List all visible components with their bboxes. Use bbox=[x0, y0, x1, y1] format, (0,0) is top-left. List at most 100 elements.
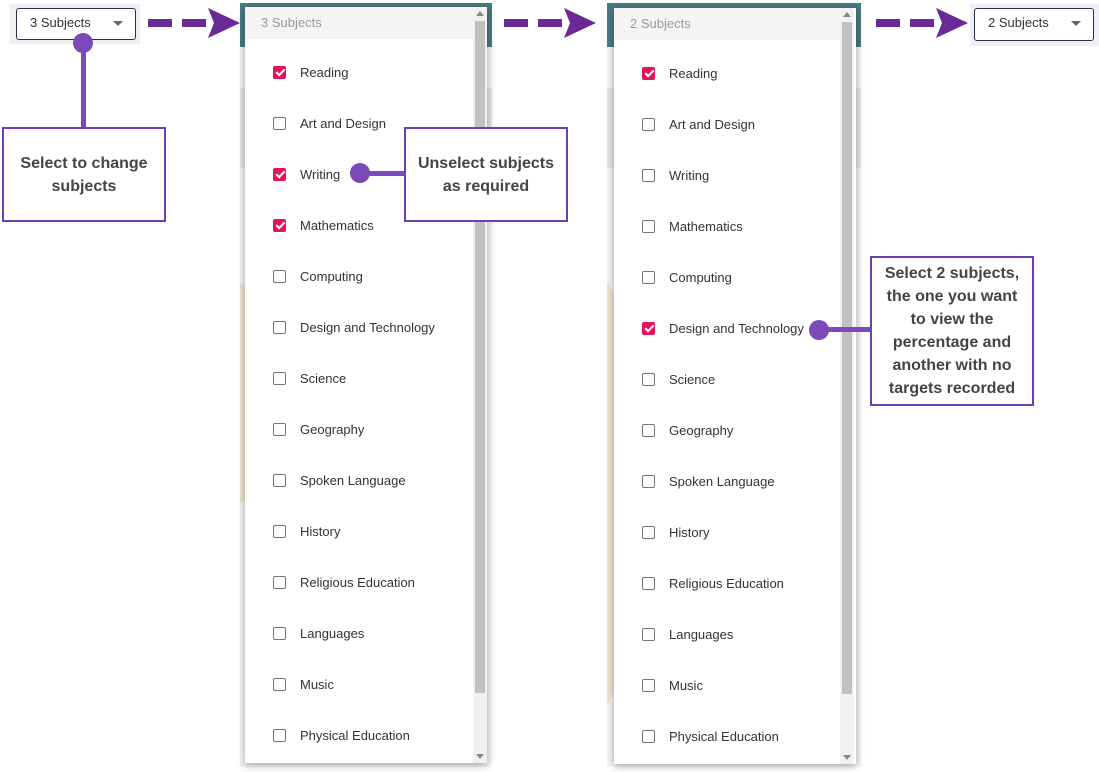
subject-option-label: Design and Technology bbox=[669, 320, 804, 336]
subject-option[interactable]: Geography bbox=[273, 419, 364, 439]
subject-option[interactable]: Writing bbox=[273, 164, 340, 184]
subject-option[interactable]: Reading bbox=[273, 62, 348, 82]
callout-pointer-dot bbox=[809, 320, 829, 340]
subject-option-label: Religious Education bbox=[669, 575, 784, 591]
callout-select-two-subjects: Select 2 subjects, the one you want to v… bbox=[870, 256, 1034, 406]
checkbox-icon[interactable] bbox=[642, 117, 655, 131]
subject-option-label: Computing bbox=[300, 268, 363, 284]
checkbox-checked-icon[interactable] bbox=[273, 167, 286, 181]
checkbox-checked-icon[interactable] bbox=[273, 218, 286, 232]
checkbox-icon[interactable] bbox=[273, 116, 286, 130]
chevron-down-icon bbox=[1071, 21, 1081, 26]
checkbox-icon[interactable] bbox=[642, 678, 655, 692]
callout-unselect-subjects: Unselect subjects as required bbox=[404, 127, 568, 222]
subject-option[interactable]: Physical Education bbox=[642, 726, 779, 746]
subject-option[interactable]: Art and Design bbox=[642, 114, 755, 134]
subject-option[interactable]: Science bbox=[273, 368, 346, 388]
subject-option-label: Spoken Language bbox=[669, 473, 775, 489]
subject-option-label: Languages bbox=[300, 625, 365, 641]
subject-option[interactable]: Religious Education bbox=[642, 573, 784, 593]
checkbox-icon[interactable] bbox=[642, 270, 655, 284]
select-value: 3 Subjects bbox=[30, 15, 91, 30]
scrollbar-thumb[interactable] bbox=[842, 22, 852, 694]
checkbox-checked-icon[interactable] bbox=[642, 321, 655, 335]
checkbox-checked-icon[interactable] bbox=[642, 66, 655, 80]
subject-option-label: Science bbox=[300, 370, 347, 386]
scroll-up-icon[interactable] bbox=[843, 12, 851, 17]
subject-option[interactable]: Physical Education bbox=[273, 725, 410, 745]
callout-connector bbox=[360, 171, 406, 176]
chevron-down-icon bbox=[113, 21, 123, 26]
subject-option-label: Geography bbox=[300, 421, 365, 437]
subject-option[interactable]: Mathematics bbox=[642, 216, 743, 236]
checkbox-icon[interactable] bbox=[273, 728, 286, 742]
subject-option[interactable]: Art and Design bbox=[273, 113, 386, 133]
checkbox-icon[interactable] bbox=[273, 473, 286, 487]
dashed-arrow-icon bbox=[148, 8, 240, 38]
subject-option-label: Music bbox=[669, 677, 703, 693]
checkbox-icon[interactable] bbox=[273, 422, 286, 436]
subject-option[interactable]: Music bbox=[273, 674, 334, 694]
scroll-down-icon[interactable] bbox=[843, 755, 851, 760]
subject-option[interactable]: Spoken Language bbox=[642, 471, 775, 491]
subject-option[interactable]: Design and Technology bbox=[642, 318, 804, 338]
subject-option-label: Art and Design bbox=[300, 115, 386, 131]
subject-option[interactable]: Mathematics bbox=[273, 215, 374, 235]
subject-option[interactable]: Religious Education bbox=[273, 572, 415, 592]
scrollbar[interactable] bbox=[840, 8, 854, 764]
scroll-up-icon[interactable] bbox=[476, 11, 484, 16]
subject-option-label: Religious Education bbox=[300, 574, 415, 590]
subject-option[interactable]: History bbox=[273, 521, 340, 541]
subject-option-label: Music bbox=[300, 676, 334, 692]
checkbox-icon[interactable] bbox=[642, 627, 655, 641]
callout-text: Select to change subjects bbox=[20, 154, 148, 195]
subject-option[interactable]: History bbox=[642, 522, 709, 542]
subjects-select-before[interactable]: 3 Subjects bbox=[16, 8, 136, 40]
subject-option[interactable]: Design and Technology bbox=[273, 317, 435, 337]
subject-option-label: Design and Technology bbox=[300, 319, 435, 335]
scrollbar-thumb[interactable] bbox=[475, 21, 485, 693]
checkbox-icon[interactable] bbox=[273, 575, 286, 589]
checkbox-icon[interactable] bbox=[642, 729, 655, 743]
callout-connector bbox=[820, 327, 872, 332]
checkbox-icon[interactable] bbox=[642, 423, 655, 437]
checkbox-checked-icon[interactable] bbox=[273, 65, 286, 79]
subject-option-label: Science bbox=[669, 371, 716, 387]
subject-option[interactable]: Writing bbox=[642, 165, 709, 185]
subject-option[interactable]: Science bbox=[642, 369, 715, 389]
subject-option-label: Reading bbox=[669, 65, 718, 81]
subject-option[interactable]: Languages bbox=[273, 623, 364, 643]
subject-option-label: Reading bbox=[300, 64, 349, 80]
checkbox-icon[interactable] bbox=[273, 524, 286, 538]
subject-option-label: Geography bbox=[669, 422, 734, 438]
subject-option-label: Mathematics bbox=[669, 218, 743, 234]
subject-option[interactable]: Reading bbox=[642, 63, 717, 83]
checkbox-icon[interactable] bbox=[642, 576, 655, 590]
dropdown-header: 3 Subjects bbox=[245, 7, 473, 39]
subject-option[interactable]: Geography bbox=[642, 420, 733, 440]
scroll-down-icon[interactable] bbox=[476, 754, 484, 759]
subject-option-label: Writing bbox=[300, 166, 341, 182]
subject-option-label: Computing bbox=[669, 269, 732, 285]
checkbox-icon[interactable] bbox=[642, 372, 655, 386]
subject-option[interactable]: Computing bbox=[273, 266, 363, 286]
checkbox-icon[interactable] bbox=[273, 269, 286, 283]
checkbox-icon[interactable] bbox=[273, 626, 286, 640]
subject-option-label: Writing bbox=[669, 167, 710, 183]
checkbox-icon[interactable] bbox=[273, 320, 286, 334]
checkbox-icon[interactable] bbox=[642, 474, 655, 488]
checkbox-icon[interactable] bbox=[642, 525, 655, 539]
scrollbar[interactable] bbox=[473, 7, 487, 763]
checkbox-icon[interactable] bbox=[273, 677, 286, 691]
subject-option[interactable]: Computing bbox=[642, 267, 732, 287]
subject-option[interactable]: Languages bbox=[642, 624, 733, 644]
checkbox-icon[interactable] bbox=[642, 219, 655, 233]
subject-option[interactable]: Music bbox=[642, 675, 703, 695]
subject-option[interactable]: Spoken Language bbox=[273, 470, 406, 490]
subjects-select-after[interactable]: 2 Subjects bbox=[974, 8, 1094, 41]
checkbox-icon[interactable] bbox=[273, 371, 286, 385]
subject-option-label: Art and Design bbox=[669, 116, 755, 132]
subject-option-label: Spoken Language bbox=[300, 472, 406, 488]
checkbox-icon[interactable] bbox=[642, 168, 655, 182]
